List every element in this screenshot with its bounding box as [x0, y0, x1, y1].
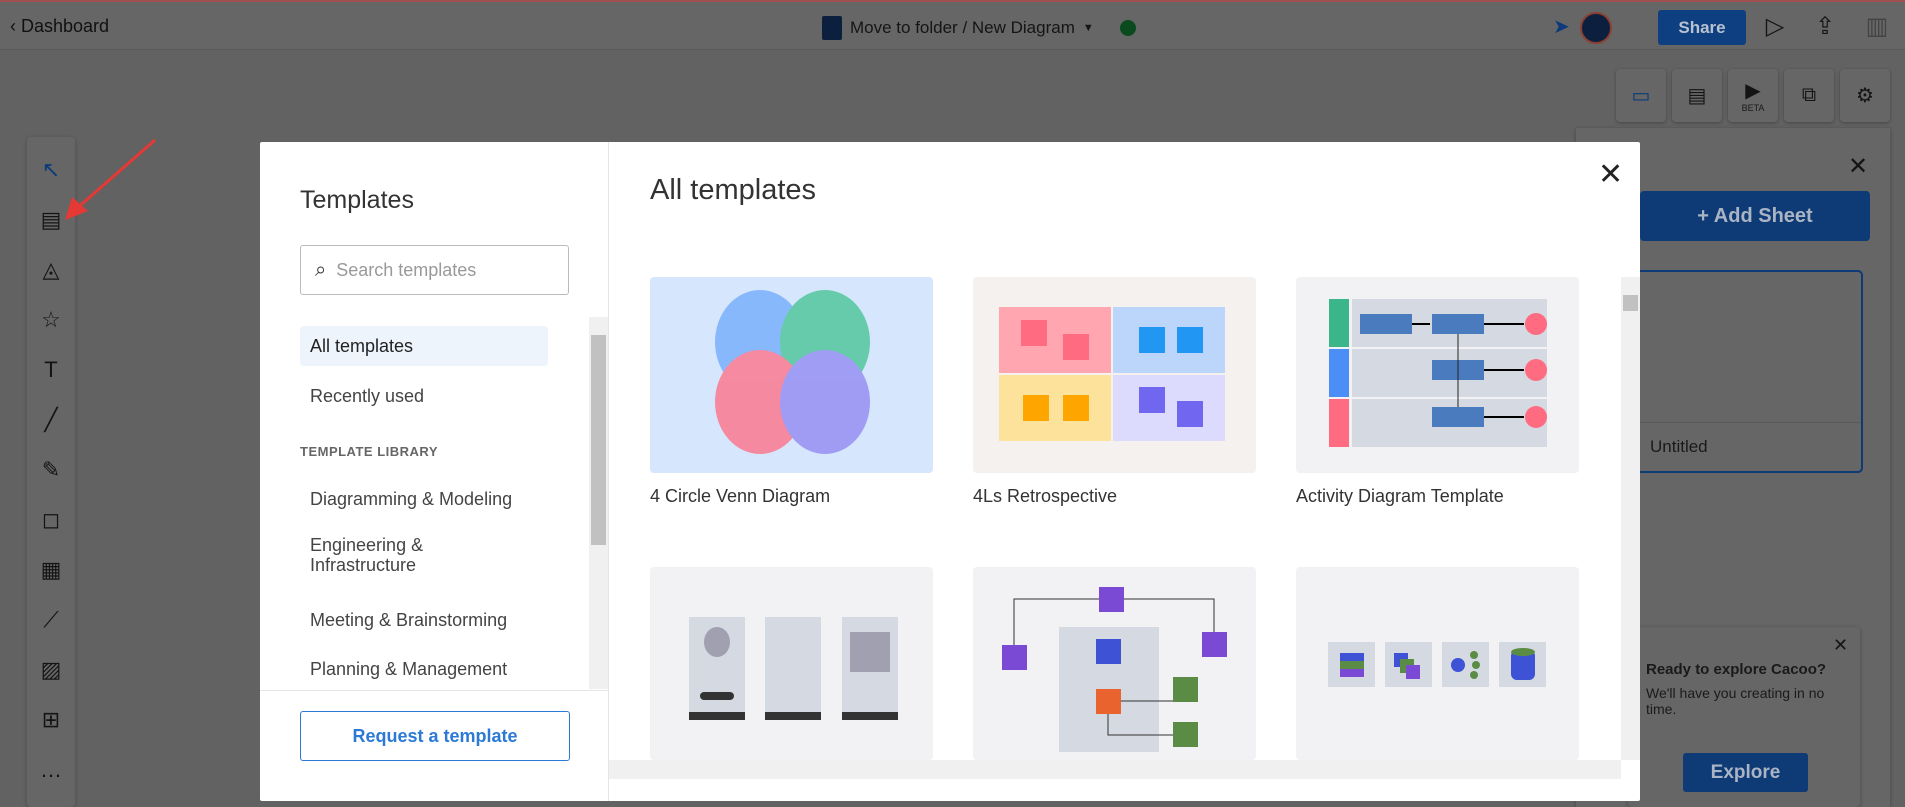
flow-thumbnail — [1002, 587, 1227, 752]
chart-icon[interactable]: ⟋ — [43, 607, 59, 632]
search-icon: ⌕ — [315, 258, 327, 281]
integrations-icon[interactable]: ▥ — [1865, 13, 1889, 40]
comment-add-icon[interactable]: ⊞ — [41, 707, 61, 732]
share-button[interactable]: Share — [1658, 10, 1746, 45]
line-icon[interactable]: ╱ — [44, 407, 58, 432]
activity-thumbnail — [1329, 299, 1547, 447]
templates-icon[interactable]: ▤ — [40, 207, 62, 232]
request-template-button[interactable]: Request a template — [300, 711, 570, 761]
comments-icon[interactable]: ▤ — [1672, 69, 1722, 122]
left-toolbar: ↖ ▤ ◬ ☆ T ╱ ✎ ◻ ▦ ⟋ ▨ ⊞ … — [27, 137, 75, 807]
pencil-icon[interactable]: ✎ — [41, 457, 61, 482]
template-card-4ls[interactable] — [973, 277, 1256, 473]
folder-icon — [822, 16, 842, 40]
search-input[interactable]: ⌕ Search templates — [300, 245, 569, 295]
star-icon[interactable]: ☆ — [41, 307, 61, 332]
close-icon[interactable]: ✕ — [1598, 158, 1624, 191]
sheets-icon[interactable]: ▭ — [1616, 69, 1666, 122]
settings-icon[interactable]: ⚙ — [1840, 69, 1890, 122]
sidebar-scrollbar[interactable] — [589, 317, 608, 689]
retro-thumbnail — [999, 307, 1225, 441]
explore-text: We'll have you creating in no time. — [1646, 685, 1825, 717]
templates-scrollbar[interactable] — [1621, 277, 1640, 760]
chevron-down-icon: ▼ — [1082, 22, 1094, 34]
avatar[interactable] — [1580, 12, 1612, 44]
template-name[interactable]: 4Ls Retrospective — [973, 486, 1118, 506]
templates-h-scrollbar[interactable] — [609, 760, 1621, 779]
top-bar: ‹ Dashboard Move to folder / New Diagram… — [0, 0, 1905, 50]
explore-button[interactable]: Explore — [1683, 753, 1808, 792]
explore-heading: Ready to explore Cacoo? — [1646, 661, 1827, 678]
sheet-thumbnail[interactable]: Untitled — [1628, 270, 1863, 473]
nav-all-templates[interactable]: All templates — [300, 326, 548, 366]
chat-icon[interactable]: ⧉ — [1784, 69, 1834, 122]
table-icon[interactable]: ▦ — [40, 557, 62, 582]
add-sheet-button[interactable]: + Add Sheet — [1640, 191, 1870, 241]
close-icon[interactable]: ✕ — [1848, 153, 1869, 180]
annotation-arrow — [65, 138, 156, 220]
video-icon[interactable]: ▶BETA — [1728, 69, 1778, 122]
beta-badge: BETA — [1741, 103, 1765, 113]
wireframe-thumbnail — [689, 617, 898, 720]
template-name[interactable]: Activity Diagram Template — [1296, 486, 1504, 506]
sheet-name: Untitled — [1650, 437, 1708, 456]
icons-thumbnail — [1328, 642, 1546, 687]
play-icon[interactable]: ▷ — [1765, 13, 1785, 40]
nav-meeting[interactable]: Meeting & Brainstorming — [310, 610, 508, 630]
template-card-flow[interactable] — [973, 567, 1256, 760]
template-card-icons[interactable] — [1296, 567, 1579, 760]
saved-check-icon — [1119, 20, 1136, 36]
venn-thumbnail — [715, 290, 870, 454]
document-title[interactable]: Move to folder / New Diagram ▼ — [822, 16, 1136, 40]
nav-engineering[interactable]: Engineering & Infrastructure — [310, 535, 424, 575]
pointer-icon: ➤ — [1553, 16, 1570, 38]
template-card-venn[interactable] — [650, 277, 933, 473]
templates-modal: Templates ⌕ Search templates All template… — [260, 142, 1640, 801]
back-label: Dashboard — [21, 16, 110, 36]
library-heading: TEMPLATE LIBRARY — [300, 444, 438, 459]
select-icon[interactable]: ↖ — [41, 157, 61, 182]
template-card-wireframe[interactable] — [650, 567, 933, 760]
doc-title-text: Move to folder / New Diagram — [850, 18, 1075, 37]
shapes-icon[interactable]: ◬ — [42, 257, 60, 282]
divider — [1630, 422, 1861, 423]
export-icon[interactable]: ⇪ — [1814, 13, 1836, 40]
divider — [260, 690, 609, 691]
sidebar-title: Templates — [300, 186, 414, 214]
dashboard-back-link[interactable]: ‹ Dashboard — [10, 16, 110, 36]
text-icon[interactable]: T — [44, 357, 58, 382]
more-icon[interactable]: … — [40, 757, 62, 782]
nav-recently-used[interactable]: Recently used — [310, 386, 425, 406]
close-icon[interactable]: ✕ — [1833, 635, 1849, 655]
nav-planning[interactable]: Planning & Management — [310, 659, 508, 679]
nav-diagramming[interactable]: Diagramming & Modeling — [310, 489, 513, 509]
image-icon[interactable]: ▨ — [40, 657, 62, 682]
sticky-note-icon[interactable]: ◻ — [41, 507, 61, 532]
templates-sidebar: Templates ⌕ Search templates All template… — [260, 142, 609, 801]
template-name[interactable]: 4 Circle Venn Diagram — [650, 486, 831, 506]
template-card-activity[interactable] — [1296, 277, 1579, 473]
search-placeholder: Search templates — [336, 259, 477, 280]
main-title: All templates — [650, 174, 817, 206]
